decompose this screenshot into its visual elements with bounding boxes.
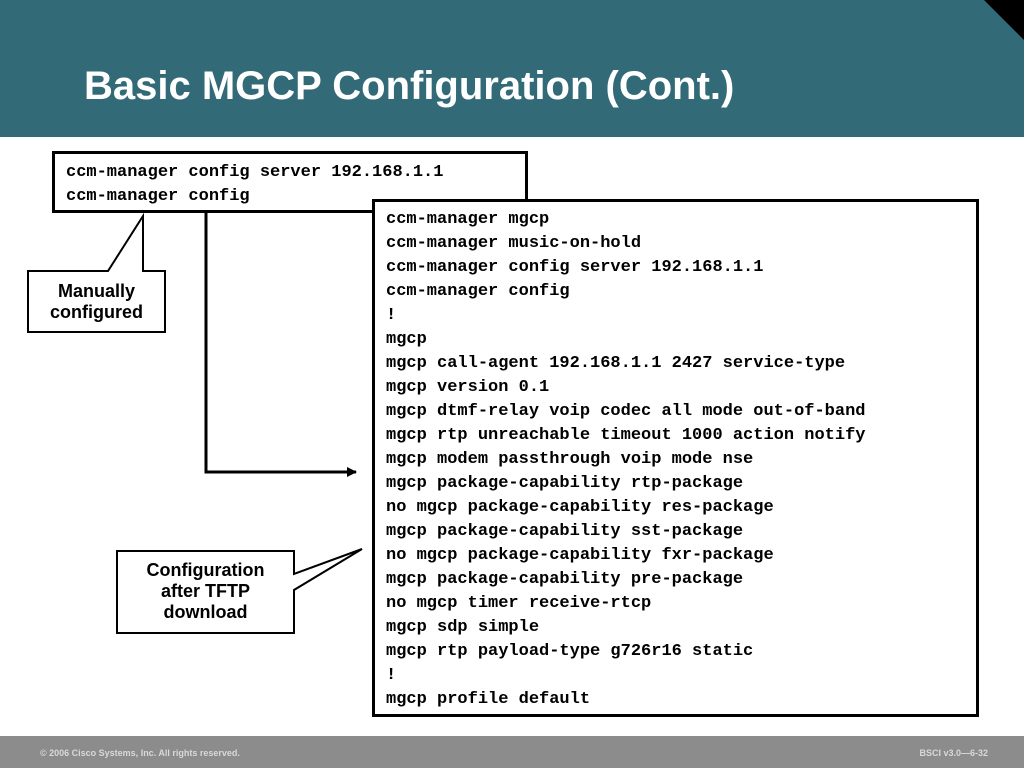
config-line: mgcp package-capability sst-package bbox=[386, 522, 744, 541]
course-id-text: BSCI v3.0—6-32 bbox=[919, 748, 988, 758]
tftp-callout-line: after TFTP bbox=[160, 581, 250, 601]
config-line: mgcp dtmf-relay voip codec all mode out-… bbox=[386, 402, 866, 421]
slide-title: Basic MGCP Configuration (Cont.) bbox=[84, 64, 735, 108]
tftp-callout-line: Configuration bbox=[146, 560, 265, 580]
manual-callout-shape bbox=[27, 212, 166, 333]
config-line: no mgcp timer receive-rtcp bbox=[386, 594, 652, 613]
manual-callout: Manually configured bbox=[28, 281, 165, 323]
manual-callout-line: Manually bbox=[57, 281, 136, 301]
tftp-callout-shape bbox=[116, 548, 363, 634]
config-line: ccm-manager config server 192.168.1.1 bbox=[386, 258, 764, 277]
config-line: mgcp call-agent 192.168.1.1 2427 service… bbox=[386, 354, 846, 373]
connector-arrow bbox=[204, 212, 357, 477]
tftp-callout: Configuration after TFTP download bbox=[117, 560, 294, 623]
footer-bar: © 2006 Cisco Systems, Inc. All rights re… bbox=[0, 736, 1024, 768]
config-line: mgcp sdp simple bbox=[386, 618, 540, 637]
config-line: mgcp version 0.1 bbox=[386, 378, 550, 397]
config-line: ccm-manager mgcp bbox=[386, 210, 550, 229]
config-line: mgcp package-capability pre-package bbox=[386, 570, 744, 589]
title-bar: Basic MGCP Configuration (Cont.) bbox=[0, 0, 1024, 137]
manual-callout-line: configured bbox=[50, 302, 143, 322]
config-line: mgcp bbox=[386, 330, 427, 349]
manual-config-line: ccm-manager config bbox=[66, 187, 250, 206]
config-line: ! bbox=[386, 666, 397, 685]
copyright-text: © 2006 Cisco Systems, Inc. All rights re… bbox=[40, 748, 240, 758]
config-line: no mgcp package-capability fxr-package bbox=[386, 546, 774, 565]
config-line: mgcp rtp unreachable timeout 1000 action… bbox=[386, 426, 866, 445]
config-line: mgcp profile default bbox=[386, 690, 591, 709]
config-line: ! bbox=[386, 306, 397, 325]
manual-config-line: ccm-manager config server 192.168.1.1 bbox=[66, 163, 444, 182]
corner-triangle bbox=[984, 0, 1024, 40]
config-line: mgcp package-capability rtp-package bbox=[386, 474, 744, 493]
config-line: ccm-manager config bbox=[386, 282, 570, 301]
config-line: no mgcp package-capability res-package bbox=[386, 498, 774, 517]
config-line: mgcp rtp payload-type g726r16 static bbox=[386, 642, 754, 661]
tftp-config-box: ccm-manager mgcp ccm-manager music-on-ho… bbox=[372, 199, 979, 717]
tftp-callout-line: download bbox=[163, 602, 248, 622]
config-line: mgcp modem passthrough voip mode nse bbox=[386, 450, 754, 469]
config-line: ccm-manager music-on-hold bbox=[386, 234, 642, 253]
manual-config-box: ccm-manager config server 192.168.1.1 cc… bbox=[52, 151, 528, 213]
